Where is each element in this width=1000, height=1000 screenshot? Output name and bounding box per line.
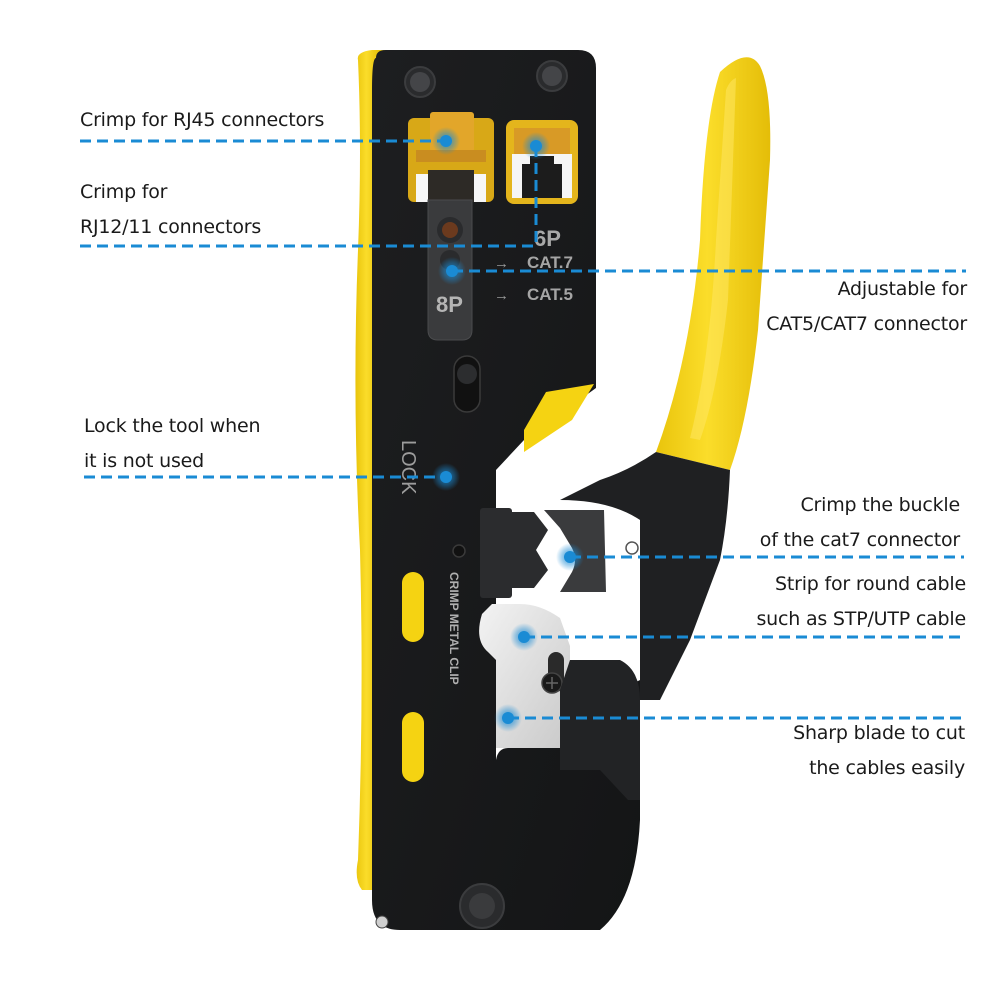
label-cat5: CAT.5 [527,285,573,304]
callout-dot-strip [518,631,530,643]
callout-lines [80,139,966,720]
label-lock: LOCK [397,440,419,495]
callout-label-buckle: Crimp the buckle of the cat7 connector [759,494,960,551]
rj12-crimp-die [506,120,578,204]
top-left-screw [404,66,436,98]
callout-dot-rj45 [440,135,452,147]
bottom-pivot-screw [459,883,505,929]
callout-dot-buckle [564,551,576,563]
callout-label-rj12: Crimp for RJ12/11 connectors [80,181,262,238]
arrow-cat7: → [494,255,509,272]
bottom-small-screw [375,915,389,929]
rj45-crimp-die [408,112,494,202]
label-8p: 8P [436,292,463,317]
callout-label-rj45: Crimp for RJ45 connectors [80,109,325,131]
label-6p: 6P [534,226,561,251]
callout-dot-lock [440,471,452,483]
arrow-cat5: → [494,287,509,304]
callout-dot-adjustable [446,265,458,277]
jaw-screw-hole [625,541,639,555]
pivot-hole [452,544,466,558]
lock-slider[interactable] [453,355,481,413]
label-crimp-metal-clip: CRIMP METAL CLIP [447,572,461,685]
lower-jaw-plate [560,660,640,800]
callout-dot-rj12 [530,140,542,152]
yellow-oval-window-lower [402,712,424,782]
callout-label-strip: Strip for round cable such as STP/UTP ca… [756,573,966,630]
callout-label-lock: Lock the tool when it is not used [84,415,261,472]
callout-dots [432,127,584,732]
callout-label-blade: Sharp blade to cut the cables easily [793,722,965,779]
label-cat7: CAT.7 [527,253,573,272]
callout-label-adjustable: Adjustable for CAT5/CAT7 connector [766,278,967,335]
callout-dot-blade [502,712,514,724]
yellow-oval-window-upper [402,572,424,642]
top-right-screw [536,60,568,92]
yellow-wedge [524,384,594,452]
